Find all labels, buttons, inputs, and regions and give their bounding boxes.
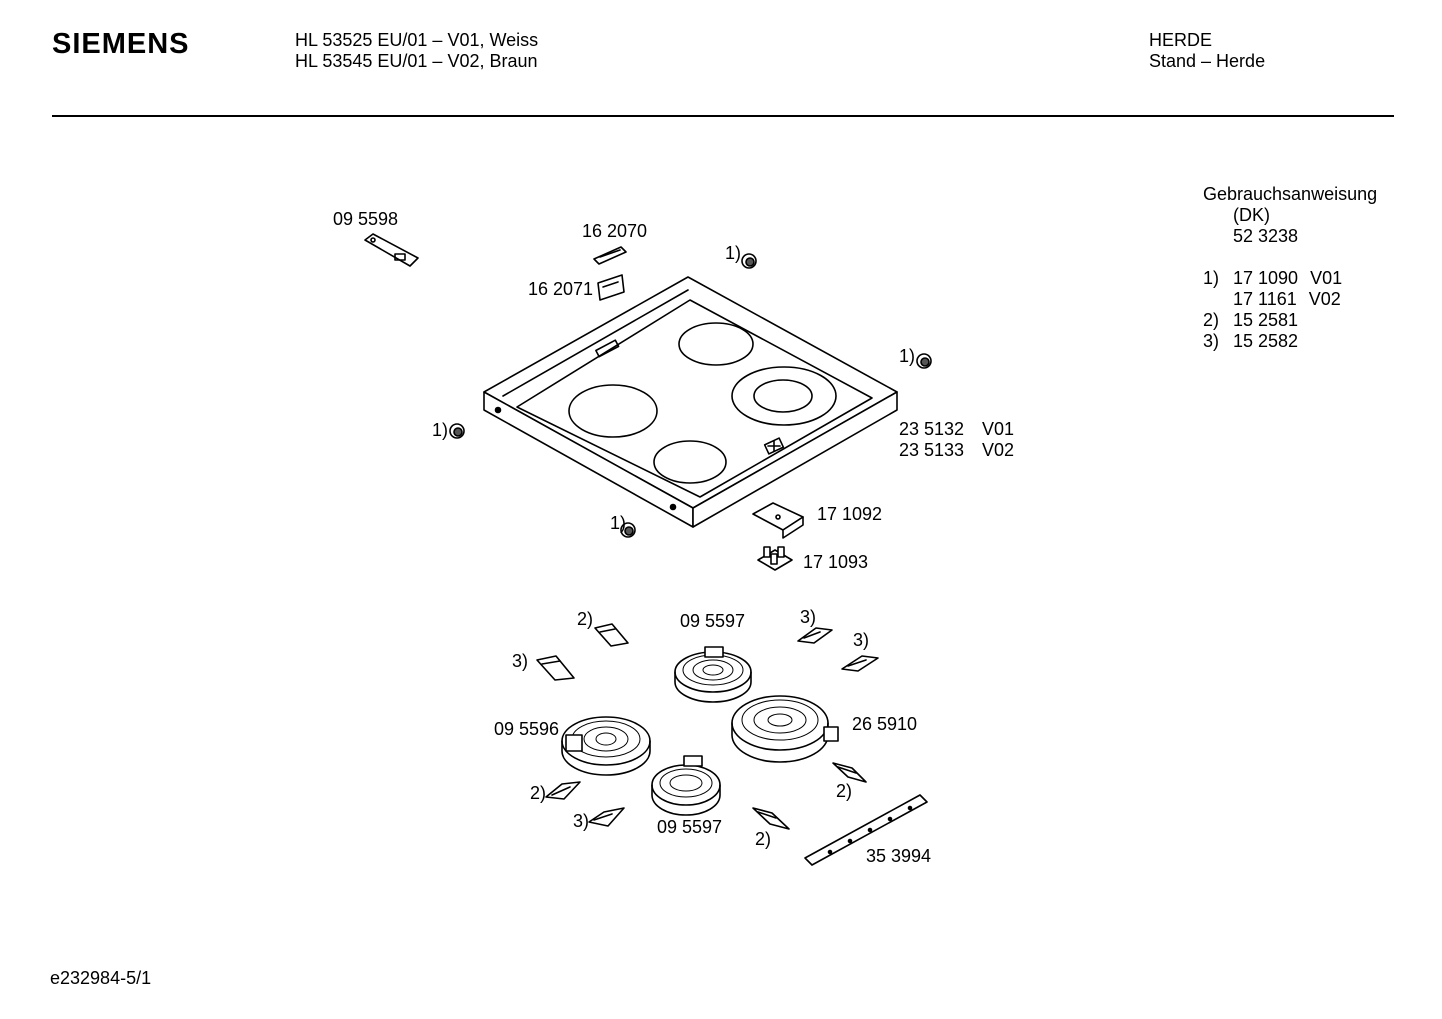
label-162071: 16 2071 <box>528 279 594 299</box>
ref-knob-bottom: 1) <box>610 513 627 533</box>
knob-icon-bottom <box>620 522 636 538</box>
part-162071-clip <box>597 274 625 301</box>
category-block: HERDE Stand – Herde <box>1149 30 1265 72</box>
part-095598-bracket <box>364 233 419 267</box>
footnote-row: 17 1161 V02 <box>1233 289 1341 309</box>
label-095598: 09 5598 <box>333 209 399 229</box>
glass-panel <box>516 299 873 498</box>
label-095597-bottom: 09 5597 <box>657 817 723 837</box>
knob-icon-left <box>449 423 465 439</box>
label-095596: 09 5596 <box>494 719 560 739</box>
footnote-row: 3) 15 2582 <box>1203 331 1299 351</box>
control-symbol <box>763 437 785 455</box>
label-v01: V01 <box>982 419 1015 439</box>
model-line-2: HL 53545 EU/01 – V02, Braun <box>295 51 538 71</box>
label-171092: 17 1092 <box>817 504 883 524</box>
clip-icon-2b <box>545 781 581 800</box>
label-162070: 16 2070 <box>582 221 648 241</box>
ref-clip-2b: 2) <box>530 783 547 803</box>
ref-clip-3b: 3) <box>800 607 817 627</box>
ref-clip-3d: 3) <box>573 811 590 831</box>
manual-number: 52 3238 <box>1233 226 1299 246</box>
model-list: HL 53525 EU/01 – V01, Weiss HL 53545 EU/… <box>295 30 538 72</box>
part-171093-foot <box>757 546 793 571</box>
heater-265910-right <box>731 695 839 763</box>
heater-095597-bottom <box>651 755 721 816</box>
manual-title: Gebrauchsanweisung <box>1203 184 1378 204</box>
ref-knob-right: 1) <box>899 346 916 366</box>
part-162070-strip <box>593 246 627 265</box>
ref-clip-3c: 3) <box>853 630 870 650</box>
label-v02: V02 <box>982 440 1015 460</box>
part-353994-strip <box>804 794 928 866</box>
clip-icon-3d <box>588 807 625 827</box>
label-171093: 17 1093 <box>803 552 869 572</box>
heater-095596-left <box>561 716 651 776</box>
clip-icon-2d <box>752 807 790 830</box>
ref-knob-top: 1) <box>725 243 742 263</box>
clip-icon-2c <box>832 762 867 783</box>
part-171092-bracket <box>752 502 804 539</box>
ref-clip-2d: 2) <box>755 829 772 849</box>
clip-icon-3a <box>536 655 575 681</box>
label-353994: 35 3994 <box>866 846 932 866</box>
knob-icon-top <box>741 253 757 269</box>
header-rule <box>52 115 1394 117</box>
footnote-row: 2) 15 2581 <box>1203 310 1299 330</box>
label-265910: 26 5910 <box>852 714 918 734</box>
side-legend: Gebrauchsanweisung (DK) 52 3238 1) 17 10… <box>1203 184 1377 352</box>
document-id: e232984-5/1 <box>50 968 152 988</box>
label-235132: 23 5132 <box>899 419 965 439</box>
model-line-1: HL 53525 EU/01 – V01, Weiss <box>295 30 539 50</box>
category-subtitle: Stand – Herde <box>1149 51 1266 71</box>
label-095597-top: 09 5597 <box>680 611 746 631</box>
ref-clip-3a: 3) <box>512 651 529 671</box>
clip-icon-2a <box>594 623 629 647</box>
label-235133: 23 5133 <box>899 440 965 460</box>
brand-logo: SIEMENS <box>52 28 190 60</box>
clip-icon-3b <box>797 627 833 644</box>
footnote-row: 1) 17 1090 V01 <box>1203 268 1343 288</box>
ref-clip-2c: 2) <box>836 781 853 801</box>
category-title: HERDE <box>1149 30 1213 50</box>
knob-icon-right <box>916 353 932 369</box>
ref-knob-left: 1) <box>432 420 449 440</box>
clip-icon-3c <box>841 655 879 672</box>
ref-clip-2a: 2) <box>577 609 594 629</box>
manual-lang: (DK) <box>1233 205 1270 225</box>
cooking-zones <box>568 322 837 484</box>
cooktop-frame <box>483 276 898 528</box>
heater-095597-top <box>674 646 752 703</box>
